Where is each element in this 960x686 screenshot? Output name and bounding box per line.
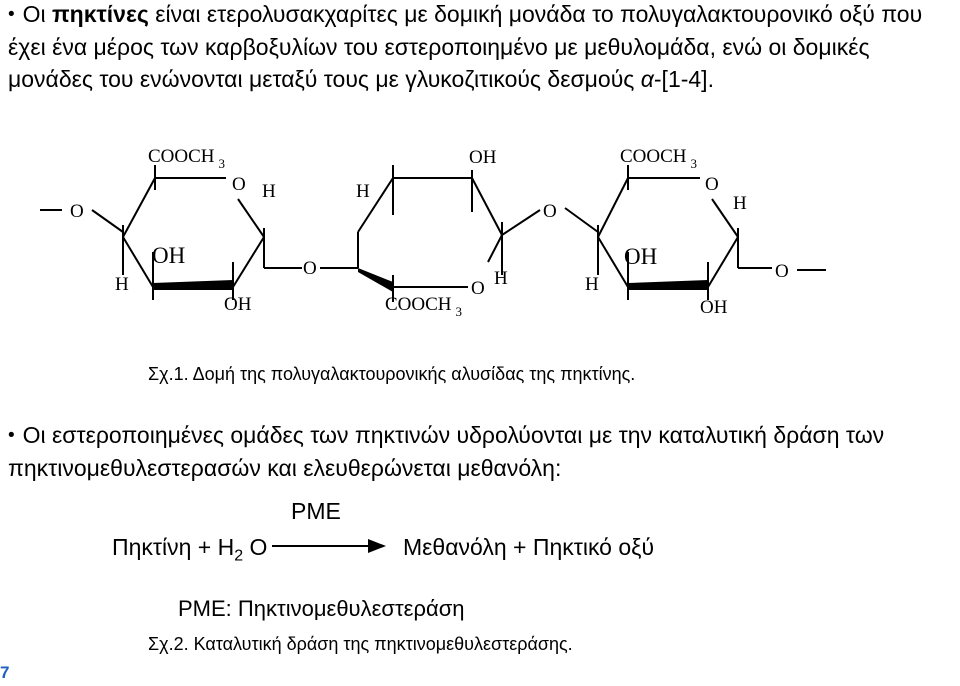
ring-oxygen-label: O — [471, 278, 485, 299]
hydroxyl-label: OH — [224, 294, 252, 315]
hydrogen-label: H — [356, 181, 370, 202]
hydrogen-label: H — [494, 268, 508, 289]
hydrolysis-paragraph: •Οι εστεροποιημένες ομάδες των πηκτινών … — [8, 419, 958, 484]
page-number: 7 — [0, 663, 10, 682]
glycosidic-oxygen-label: O — [303, 258, 317, 279]
enzyme-definition: PME: Πηκτινομεθυλεστεράση — [178, 596, 465, 621]
figure-caption-2: Σχ.2. Καταλυτική δράση της πηκτινομεθυλε… — [148, 634, 573, 654]
bonds — [40, 165, 826, 302]
intro-lead: Οι — [22, 1, 53, 27]
bullet: • — [8, 425, 15, 446]
figure-caption-1: Σχ.1. Δομή της πολυγαλακτουρονικής αλυσί… — [148, 364, 636, 384]
hydrogen-label: H — [115, 274, 129, 295]
glycosidic-oxygen-label: O — [70, 201, 84, 222]
term-pectins: πηκτίνες — [52, 1, 149, 27]
hydrogen-label: H — [733, 193, 747, 214]
wedge-bond — [628, 280, 708, 290]
reactant-oxygen: O — [243, 534, 268, 560]
hydroxyl-label: OH — [624, 244, 657, 269]
bond — [501, 209, 541, 236]
reaction-reactants: Πηκτίνη + H2 O — [112, 534, 267, 566]
glycosidic-oxygen-label: O — [543, 201, 557, 222]
hydrolysis-text: Οι εστεροποιημένες ομάδες των πηκτινών υ… — [8, 422, 885, 481]
bond — [122, 177, 156, 238]
wedge-bond — [153, 280, 233, 290]
ring-oxygen-label: O — [232, 174, 246, 195]
ring-oxygen-label: O — [705, 174, 719, 195]
bond — [597, 236, 629, 288]
bond — [564, 207, 599, 233]
bond — [597, 177, 629, 238]
bond — [122, 236, 154, 288]
bond — [707, 236, 739, 288]
reaction-products: Μεθανόλη + Πηκτικό οξύ — [403, 534, 655, 560]
glycosidic-oxygen-label: O — [775, 261, 789, 282]
bond — [471, 177, 503, 236]
bond — [237, 198, 265, 238]
bond — [487, 234, 503, 263]
wedge-bond — [358, 268, 393, 292]
intro-text: είναι ετερολυσακχαρίτες με δομική μονάδα… — [8, 1, 923, 92]
subscript: 2 — [234, 547, 244, 565]
hydroxyl-label: OH — [152, 243, 185, 268]
hydrogen-label: H — [585, 274, 599, 295]
bond — [711, 198, 739, 238]
hydrogen-label: H — [262, 181, 276, 202]
intro-paragraph: • Οι πηκτίνες είναι ετερολυσακχαρίτες με … — [8, 0, 958, 95]
alpha-symbol: α — [640, 66, 654, 92]
bullet: • — [8, 4, 15, 25]
intro-bond: -[1-4]. — [653, 66, 714, 92]
hydroxyl-label: OH — [469, 147, 497, 168]
reactant-text: Πηκτίνη + H — [112, 534, 235, 560]
hydroxyl-label: OH — [700, 297, 728, 318]
bond — [91, 209, 124, 233]
bond — [232, 236, 265, 288]
enzyme-label: PME — [291, 498, 341, 524]
bond — [357, 177, 394, 233]
